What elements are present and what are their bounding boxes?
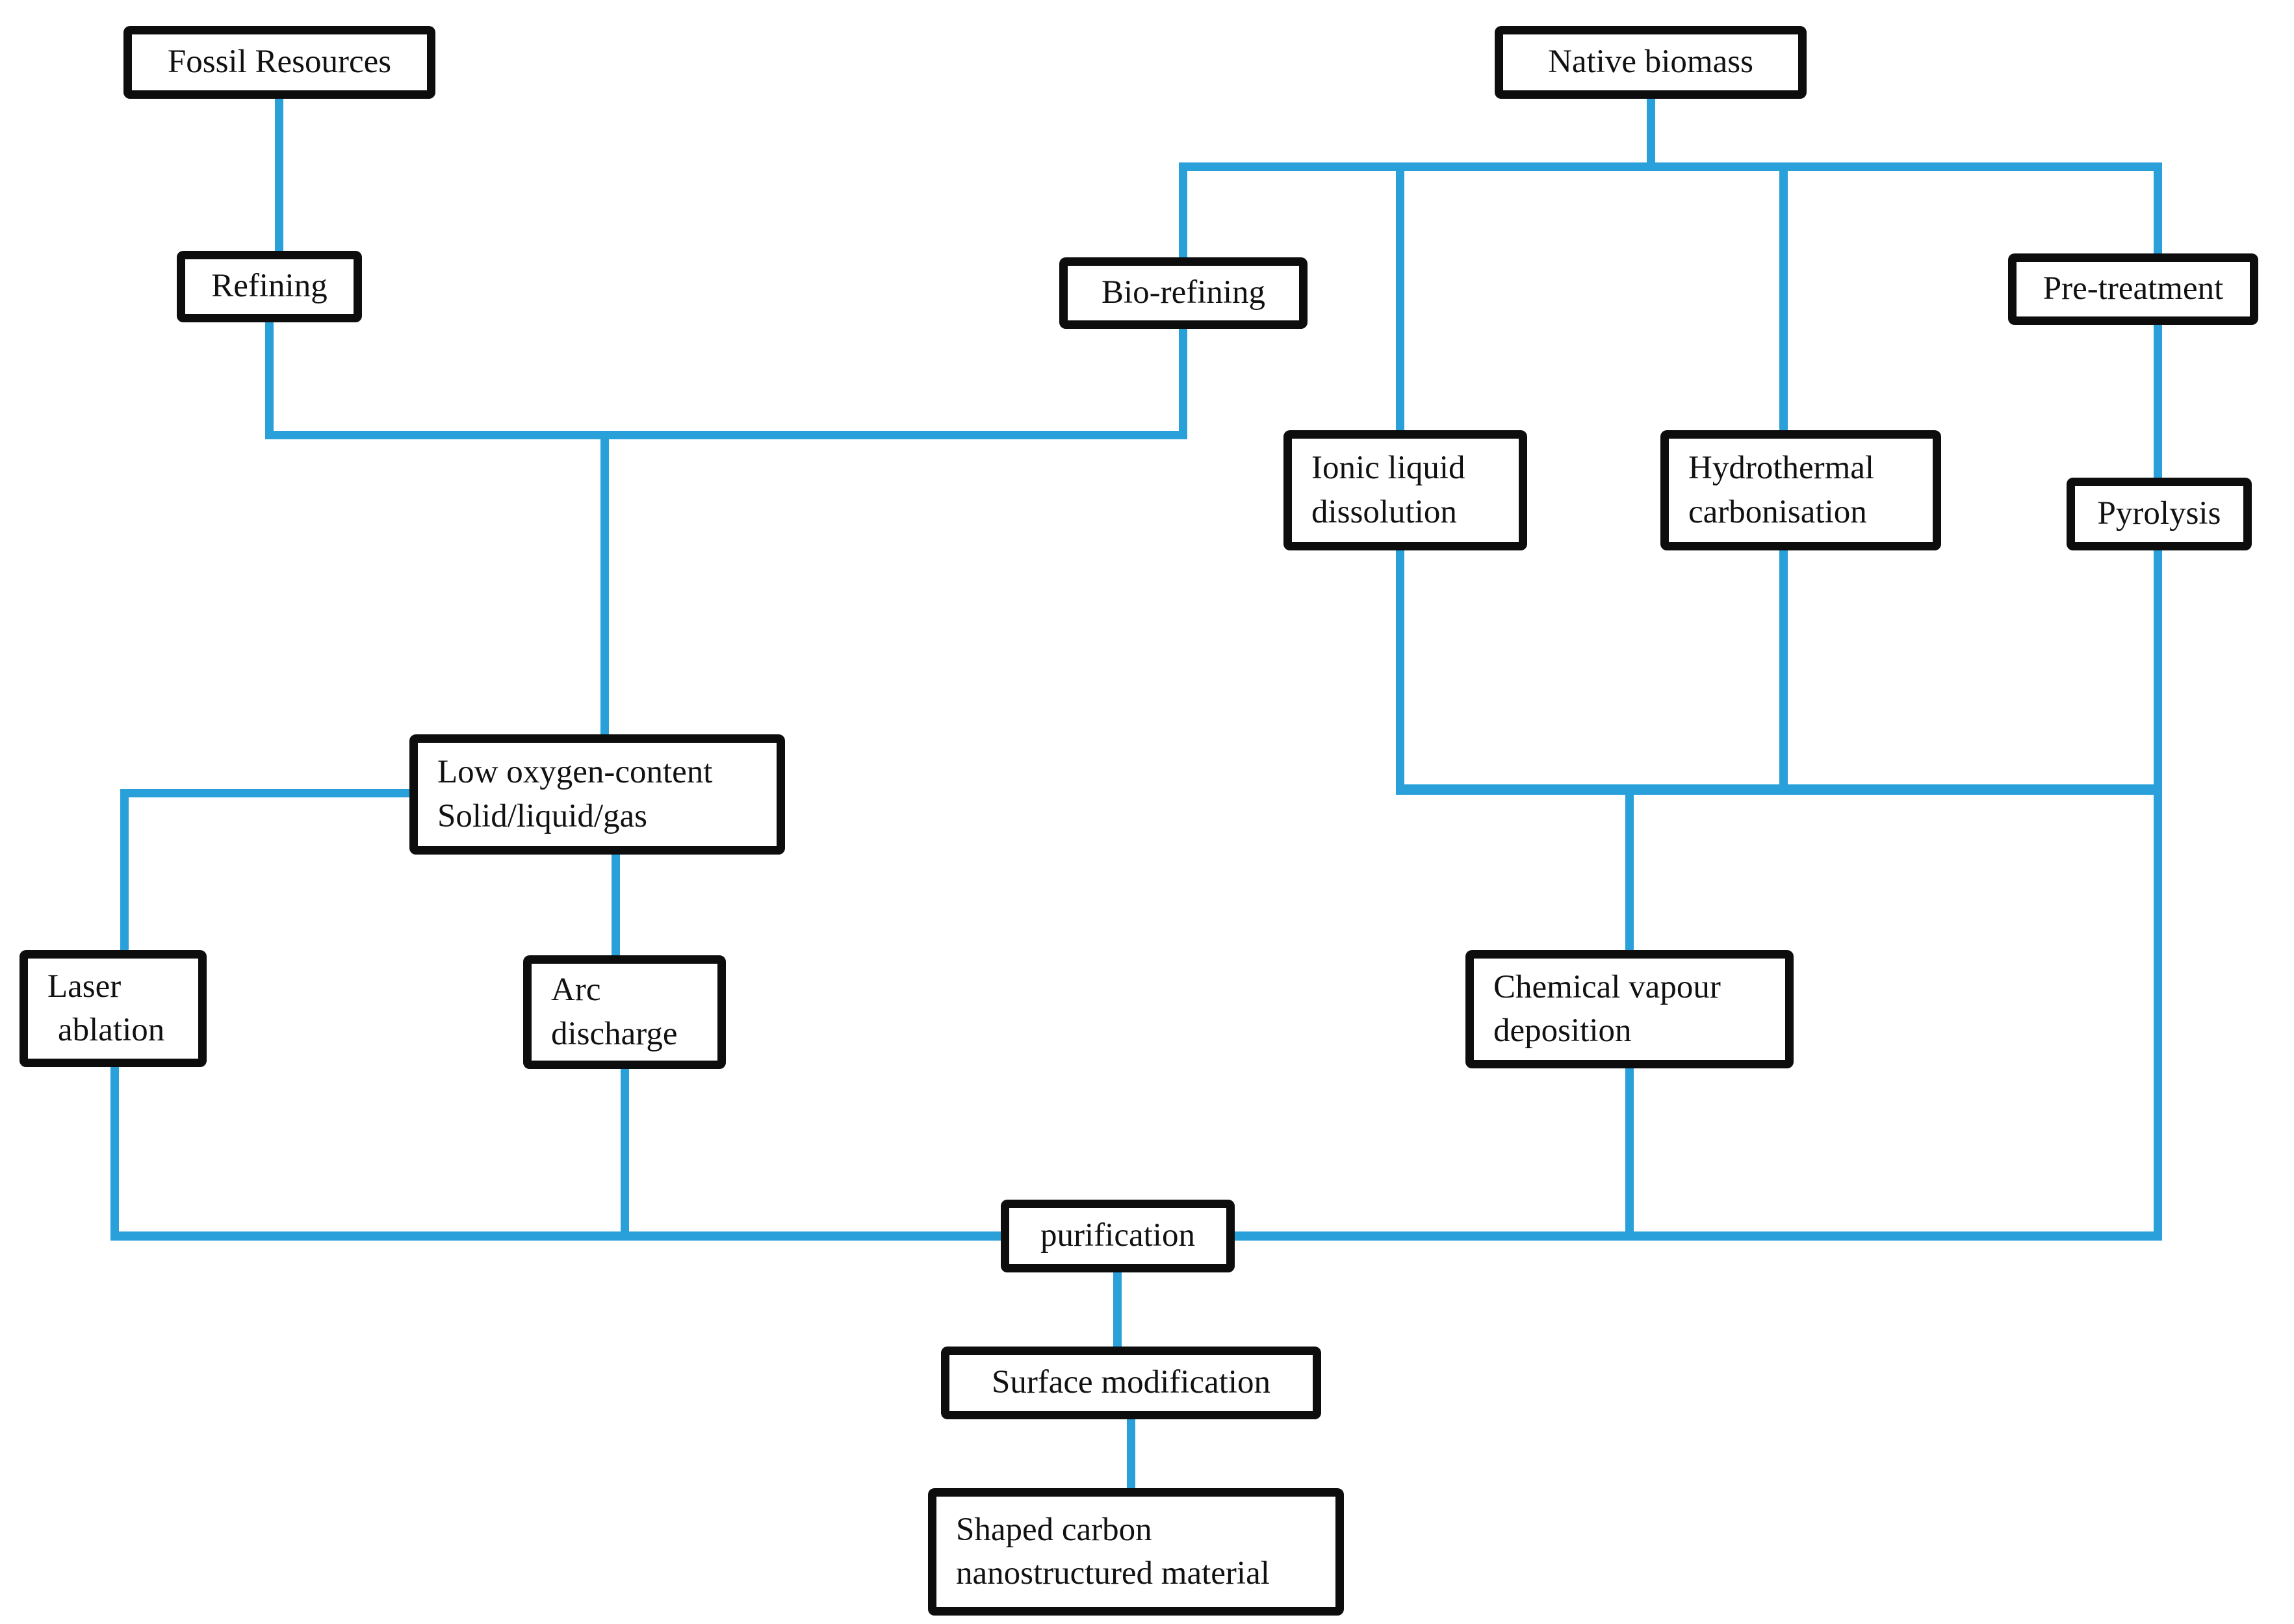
node-pyrolysis: Pyrolysis: [2067, 478, 2252, 550]
connector-pyrolysis-to-bottom: [2154, 550, 2162, 1231]
connector-surface-to-shaped: [1127, 1419, 1135, 1488]
node-label: Native biomass: [1548, 44, 1753, 81]
node-label: Arc: [551, 972, 601, 1009]
node-hydrothermal-carbonisation: Hydrothermal carbonisation: [1660, 430, 1941, 550]
node-label: Pre-treatment: [2043, 270, 2224, 307]
connector-arc-discharge-drop: [621, 1069, 629, 1231]
connector-native-biomass-drop: [1647, 99, 1655, 171]
node-label: Low oxygen-content: [437, 754, 713, 791]
connector-fossil-to-refining: [275, 99, 283, 252]
connector-pre-treatment-to-pyrolysis: [2154, 325, 2162, 478]
node-surface-modification: Surface modification: [941, 1347, 1321, 1419]
node-ionic-liquid-dissolution: Ionic liquid dissolution: [1283, 430, 1527, 550]
node-label: purification: [1040, 1217, 1195, 1254]
connector-laser-ablation-drop: [110, 1067, 119, 1231]
connector-ionic-liquid-drop: [1396, 550, 1404, 793]
node-fossil-resources: Fossil Resources: [123, 26, 435, 99]
node-label: Fossil Resources: [167, 44, 392, 81]
connector-top-to-ionic-liquid: [1396, 171, 1404, 430]
node-label: Laser: [47, 968, 122, 1005]
connector-bio-refining-drop: [1179, 329, 1187, 439]
connector-bottom-horizontal-right: [1231, 1231, 2162, 1241]
connector-low-oxygen-to-arc: [612, 855, 620, 955]
connector-hydrothermal-drop: [1779, 550, 1788, 793]
node-label: Shaped carbon: [956, 1511, 1152, 1548]
node-label: Pyrolysis: [2097, 495, 2221, 532]
node-label: Solid/liquid/gas: [437, 797, 648, 834]
node-label: Hydrothermal: [1688, 450, 1875, 487]
node-purification: purification: [1001, 1200, 1235, 1272]
connector-top-right-horizontal: [1179, 162, 2162, 171]
node-label: deposition: [1493, 1012, 1632, 1049]
node-native-biomass: Native biomass: [1495, 26, 1807, 99]
connector-top-to-hydrothermal: [1779, 171, 1788, 430]
node-shaped-carbon-nanostructured-material: Shaped carbon nanostructured material: [928, 1488, 1344, 1616]
connector-merge-to-low-oxygen: [600, 431, 609, 734]
node-refining: Refining: [177, 251, 362, 322]
connector-purification-to-surface: [1113, 1272, 1122, 1347]
connector-mid-to-cvd: [1625, 795, 1634, 950]
node-pre-treatment: Pre-treatment: [2008, 253, 2258, 325]
node-label: Chemical vapour: [1493, 968, 1721, 1005]
node-label: carbonisation: [1688, 493, 1867, 530]
connector-top-to-pre-treatment: [2154, 171, 2162, 253]
node-label: ablation: [58, 1012, 165, 1048]
node-label: Surface modification: [991, 1364, 1271, 1401]
node-label: Refining: [211, 268, 328, 305]
connector-bottom-horizontal-left: [110, 1231, 1004, 1241]
node-bio-refining: Bio-refining: [1059, 257, 1308, 329]
connector-left-merge-horizontal: [265, 431, 1187, 439]
node-label: Ionic liquid: [1311, 450, 1465, 487]
connector-top-to-bio-refining: [1179, 162, 1187, 257]
node-arc-discharge: Arc discharge: [523, 955, 726, 1069]
connector-low-oxygen-left-horizontal: [120, 789, 409, 797]
node-label: Bio-refining: [1101, 274, 1266, 311]
node-label: discharge: [551, 1015, 678, 1052]
node-laser-ablation: Laser ablation: [19, 950, 207, 1067]
connector-refining-drop: [265, 322, 274, 439]
node-chemical-vapour-deposition: Chemical vapour deposition: [1465, 950, 1794, 1068]
connector-mid-right-horizontal: [1396, 784, 2162, 795]
connector-left-to-laser-ablation: [120, 789, 129, 950]
node-label: nanostructured material: [956, 1555, 1270, 1592]
node-label: dissolution: [1311, 493, 1457, 530]
connector-cvd-to-bottom: [1625, 1068, 1634, 1231]
